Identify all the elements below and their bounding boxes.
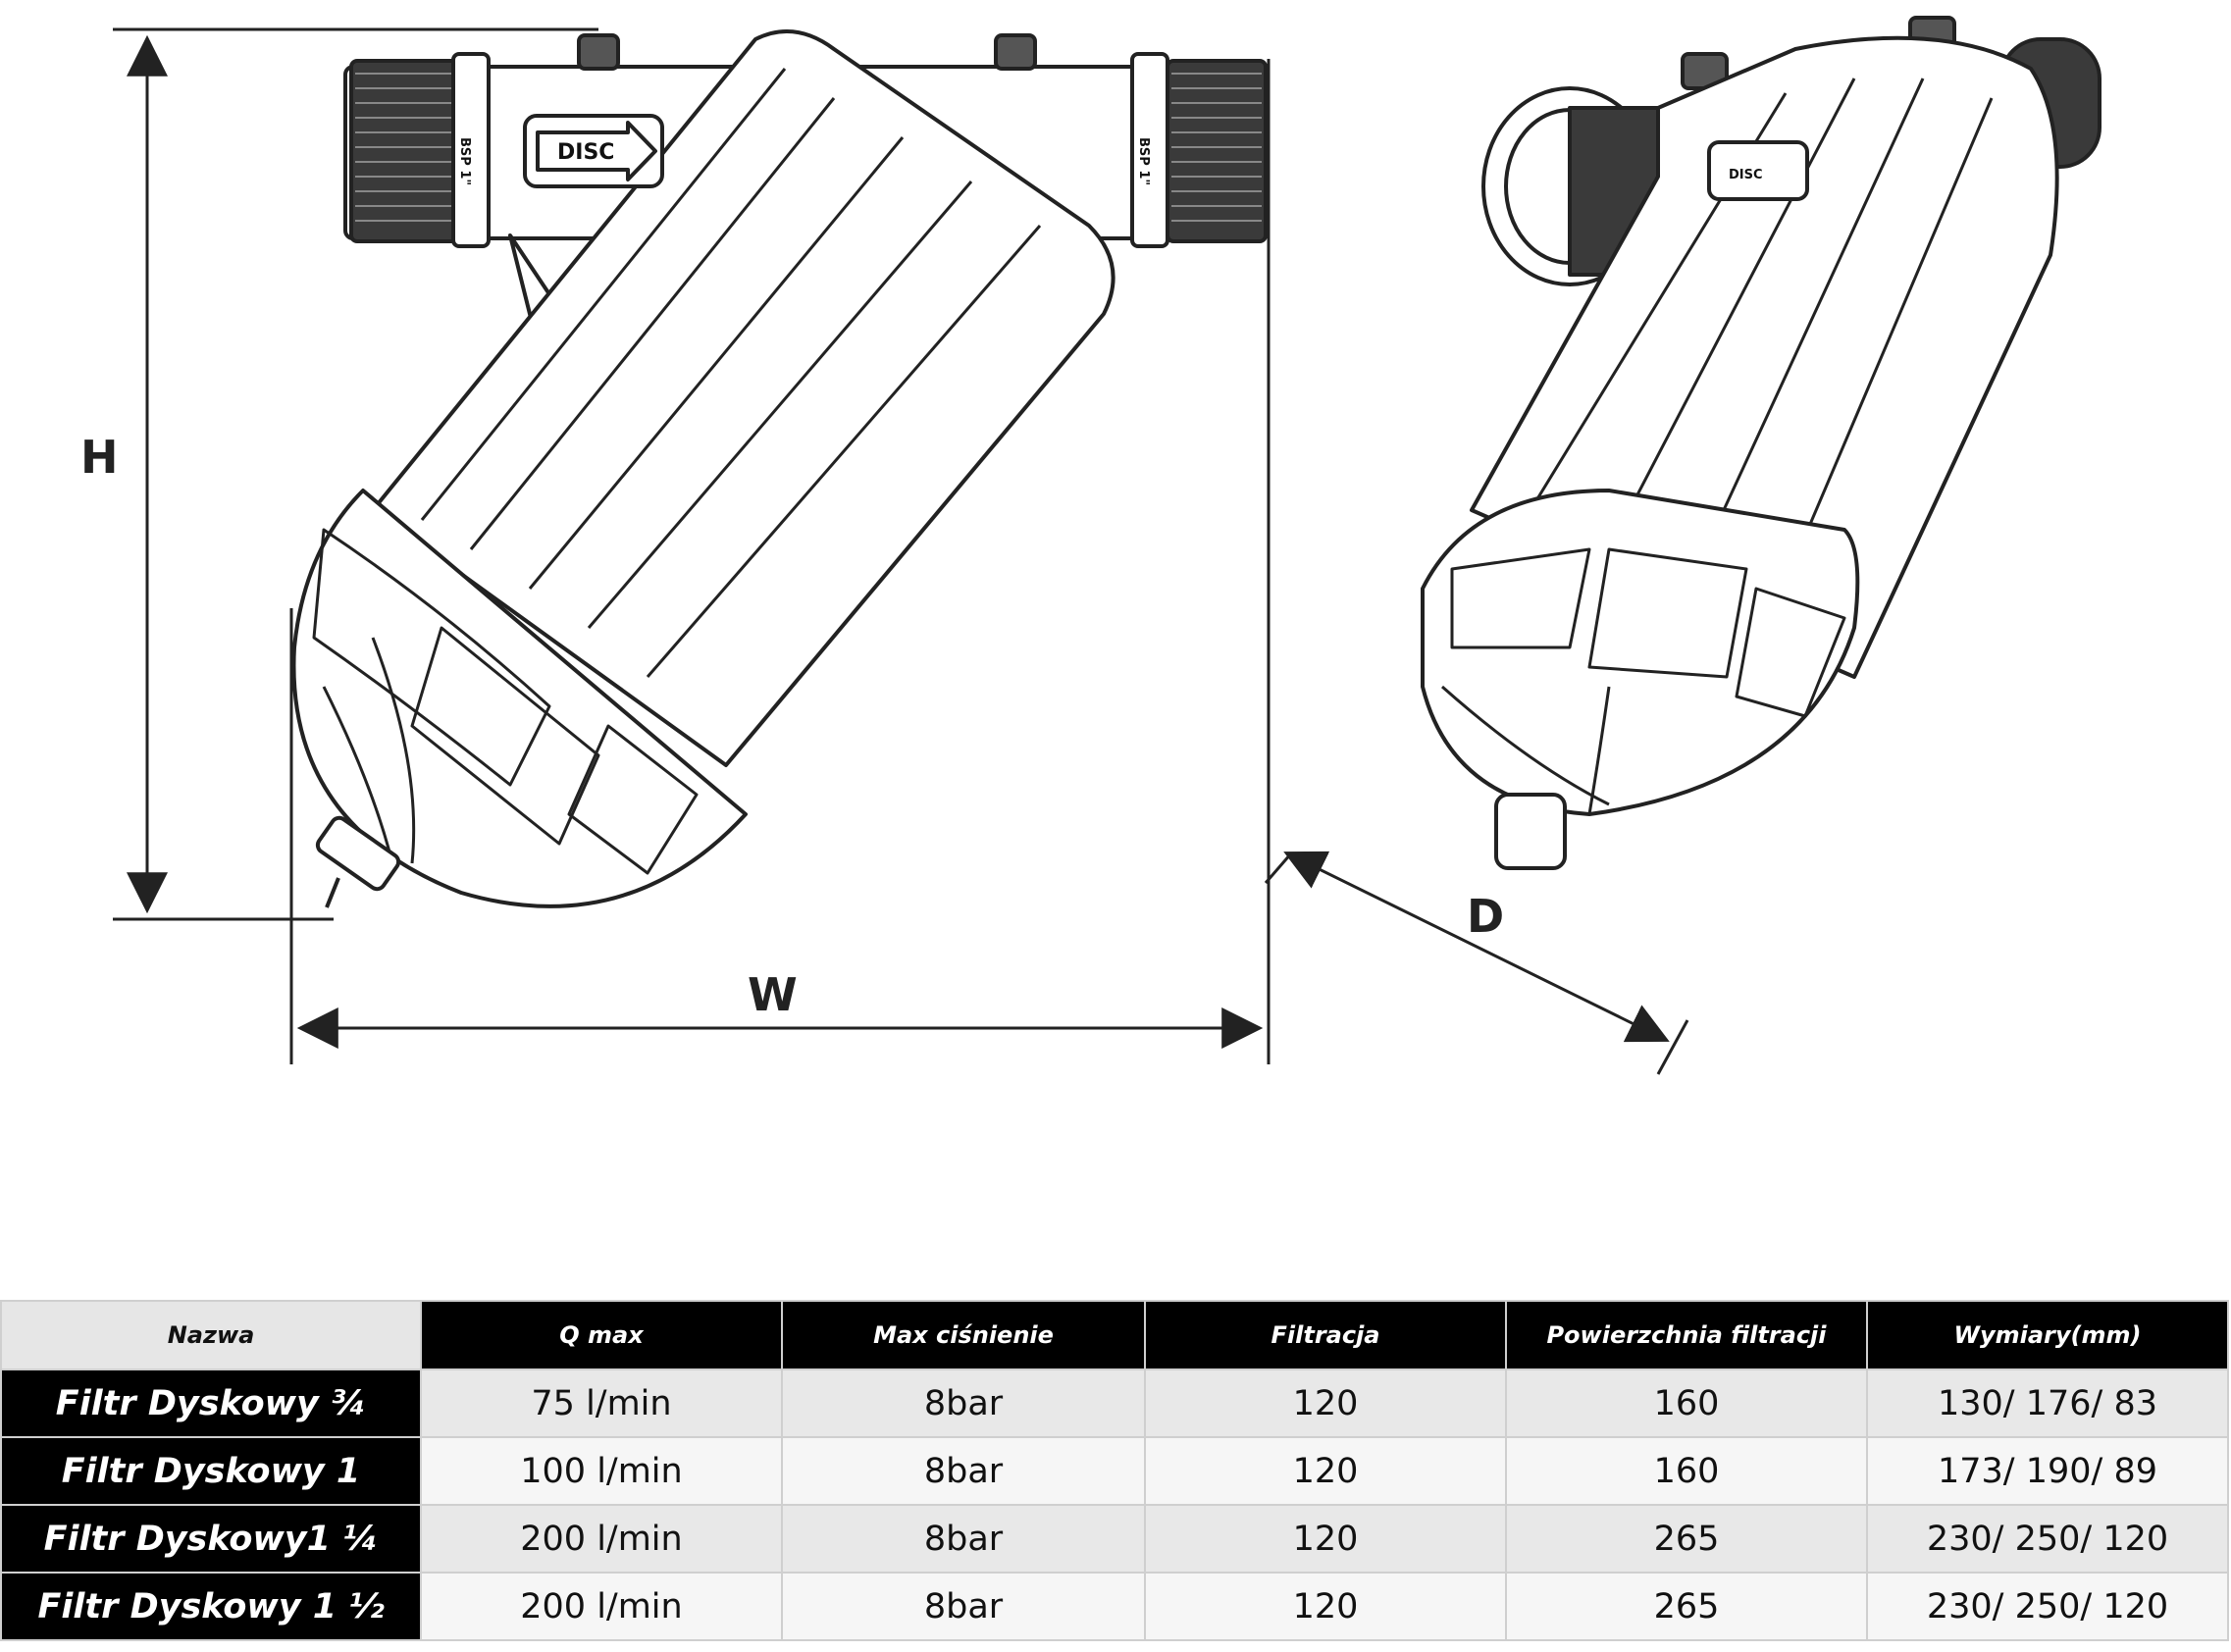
header-dimensions: Wymiary(mm)	[1866, 1300, 2229, 1370]
spec-table: Nazwa Q max Max ciśnienie Filtracja Powi…	[0, 1300, 2229, 1641]
row-name: Filtr Dyskowy ¾	[0, 1368, 422, 1438]
row-pressure: 8bar	[781, 1436, 1146, 1506]
row-pressure: 8bar	[781, 1504, 1146, 1574]
table-row: Filtr Dyskowy1 ¼ 200 l/min 8bar 120 265 …	[0, 1504, 2229, 1574]
row-surface: 160	[1505, 1368, 1868, 1438]
row-filtration: 120	[1144, 1368, 1507, 1438]
left-thread	[349, 59, 459, 243]
table-row: Filtr Dyskowy 1 100 l/min 8bar 120 160 1…	[0, 1436, 2229, 1506]
row-q-max: 200 l/min	[420, 1572, 783, 1641]
row-q-max: 100 l/min	[420, 1436, 783, 1506]
svg-text:BSP 1": BSP 1"	[457, 137, 472, 185]
row-filtration: 120	[1144, 1572, 1507, 1641]
svg-text:DISC: DISC	[557, 140, 614, 165]
left-nut	[451, 52, 491, 248]
depth-label: D	[1467, 890, 1504, 943]
right-nut	[1130, 52, 1169, 248]
bottom-cage-perspective	[1421, 489, 1860, 816]
height-label: H	[80, 431, 119, 484]
drain-valve-perspective	[1494, 793, 1567, 870]
disc-stamp-perspective: DISC	[1707, 140, 1809, 201]
table-row: Filtr Dyskowy ¾ 75 l/min 8bar 120 160 13…	[0, 1368, 2229, 1438]
header-filtration: Filtracja	[1144, 1300, 1507, 1370]
cage-ribs	[312, 528, 699, 875]
row-name: Filtr Dyskowy 1	[0, 1436, 422, 1506]
table-header-row: Nazwa Q max Max ciśnienie Filtracja Powi…	[0, 1300, 2229, 1370]
filter-side-view: DISC BSP 1" BSP 1"	[291, 29, 1268, 908]
row-pressure: 8bar	[781, 1572, 1146, 1641]
dimension-lines	[113, 27, 1689, 1075]
row-q-max: 75 l/min	[420, 1368, 783, 1438]
svg-text:BSP 1": BSP 1"	[1136, 137, 1151, 185]
row-surface: 160	[1505, 1436, 1868, 1506]
row-filtration: 120	[1144, 1436, 1507, 1506]
header-pressure: Max ciśnienie	[781, 1300, 1146, 1370]
row-dimensions: 230/ 250/ 120	[1866, 1504, 2229, 1574]
row-name: Filtr Dyskowy 1 ½	[0, 1572, 422, 1641]
top-plug-left	[577, 33, 620, 71]
right-thread	[1166, 59, 1268, 243]
width-label: W	[748, 968, 798, 1021]
header-name: Nazwa	[0, 1300, 422, 1370]
row-q-max: 200 l/min	[420, 1504, 783, 1574]
cage-perspective-ribs	[1441, 547, 1846, 815]
canister	[371, 29, 1116, 767]
filter-perspective-view: DISC	[1421, 16, 2101, 870]
header-surface: Powierzchnia filtracji	[1505, 1300, 1868, 1370]
row-dimensions: 173/ 190/ 89	[1866, 1436, 2229, 1506]
top-plug-right	[994, 33, 1037, 71]
technical-drawing: DISC BSP 1" BSP 1"	[80, 16, 2101, 1075]
disc-stamp: DISC	[523, 114, 664, 188]
row-dimensions: 130/ 176/ 83	[1866, 1368, 2229, 1438]
row-surface: 265	[1505, 1504, 1868, 1574]
table-row: Filtr Dyskowy 1 ½ 200 l/min 8bar 120 265…	[0, 1572, 2229, 1641]
row-surface: 265	[1505, 1572, 1868, 1641]
row-filtration: 120	[1144, 1504, 1507, 1574]
svg-text:DISC: DISC	[1729, 168, 1763, 182]
drain-valve	[315, 815, 401, 908]
row-dimensions: 230/ 250/ 120	[1866, 1572, 2229, 1641]
canister-ribs	[420, 68, 1042, 678]
header-q-max: Q max	[420, 1300, 783, 1370]
row-name: Filtr Dyskowy1 ¼	[0, 1504, 422, 1574]
depth-arrow	[1283, 851, 1670, 1043]
row-pressure: 8bar	[781, 1368, 1146, 1438]
